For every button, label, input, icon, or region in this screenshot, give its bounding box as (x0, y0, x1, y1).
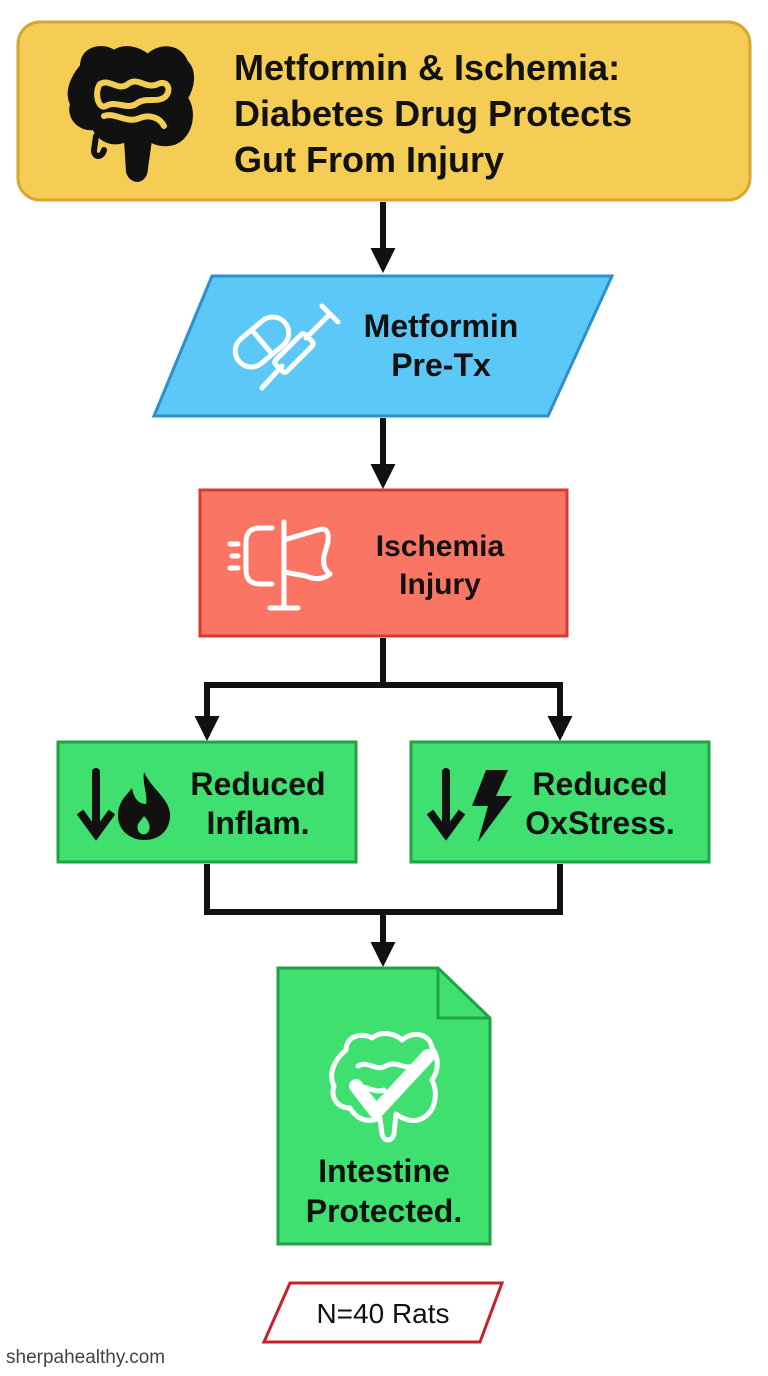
down-arrow-flame-icon (76, 768, 171, 841)
sample-size-shape (261, 1281, 505, 1344)
injury-node-shape (198, 488, 569, 638)
arrow-injury-to-oxidative (383, 682, 573, 742)
oxidative-line-1: Reduced (532, 766, 667, 802)
arrow-injury-to-inflammation (194, 638, 386, 742)
outcome-node-fold (436, 968, 490, 1020)
treatment-node-shape (151, 274, 615, 418)
inflammation-node: Reduced Inflam. (56, 740, 358, 864)
connectors (194, 202, 573, 968)
connector-effects-merge (204, 864, 563, 915)
inflammation-node-shape (56, 740, 358, 864)
title-box-shape (16, 20, 752, 202)
outcome-node: Intestine Protected. (276, 966, 492, 1246)
injury-node: Ischemia Injury (198, 488, 569, 638)
title-box: Metformin & Ischemia: Diabetes Drug Prot… (16, 20, 752, 202)
title-line-2: Diabetes Drug Protects (234, 93, 632, 134)
sample-size-badge: N=40 Rats (261, 1281, 505, 1344)
inflammation-line-2: Inflam. (206, 805, 309, 841)
sample-size-label: N=40 Rats (316, 1298, 449, 1329)
treatment-node: Metformin Pre-Tx (151, 274, 615, 418)
oxidative-node: Reduced OxStress. (409, 740, 711, 864)
down-arrow-lightning-icon (426, 768, 512, 842)
title-line-3: Gut From Injury (234, 139, 504, 180)
inflammation-line-1: Reduced (190, 766, 325, 802)
injury-line-2: Injury (399, 568, 481, 601)
intestine-icon (67, 46, 194, 182)
outcome-line-1: Intestine (318, 1153, 450, 1189)
oxidative-node-shape (409, 740, 711, 864)
watermark: sherpahealthy.com (6, 1347, 165, 1368)
clamp-vessel-icon (227, 519, 333, 611)
treatment-line-2: Pre-Tx (391, 347, 491, 383)
oxidative-line-2: OxStress. (525, 805, 674, 841)
title-line-1: Metformin & Ischemia: (234, 47, 620, 88)
intestine-check-icon (329, 1031, 440, 1143)
outcome-line-2: Protected. (306, 1193, 462, 1229)
pill-syringe-icon (232, 303, 341, 391)
treatment-line-1: Metformin (364, 308, 519, 344)
injury-line-1: Ischemia (376, 530, 505, 563)
